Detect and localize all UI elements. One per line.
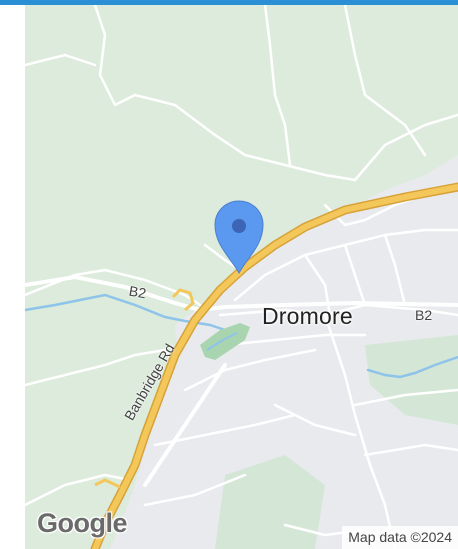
river-park	[200, 323, 250, 360]
river-east	[366, 355, 458, 379]
map-attribution[interactable]: Map data ©2024	[342, 526, 458, 549]
junction-loop-south	[94, 478, 121, 489]
river	[25, 293, 227, 332]
map-graphics	[25, 5, 458, 549]
green-patch	[365, 335, 458, 425]
google-logo: Google	[37, 508, 128, 538]
minor-roads	[25, 5, 458, 549]
map-pin-icon[interactable]	[214, 200, 264, 275]
road-label-b2-west: B2	[127, 282, 148, 302]
map-canvas[interactable]: Dromore B2 B2 Banbridge Rd Google Map da…	[25, 5, 458, 549]
park-stream	[206, 332, 238, 351]
green-patch	[215, 455, 325, 549]
banbridge-road	[143, 363, 227, 487]
motorway	[92, 184, 458, 549]
header-bar	[0, 0, 458, 5]
junction-loop	[171, 288, 195, 312]
road-label-b2-east: B2	[415, 307, 433, 323]
urban-area	[110, 155, 458, 549]
town-label: Dromore	[262, 303, 353, 329]
